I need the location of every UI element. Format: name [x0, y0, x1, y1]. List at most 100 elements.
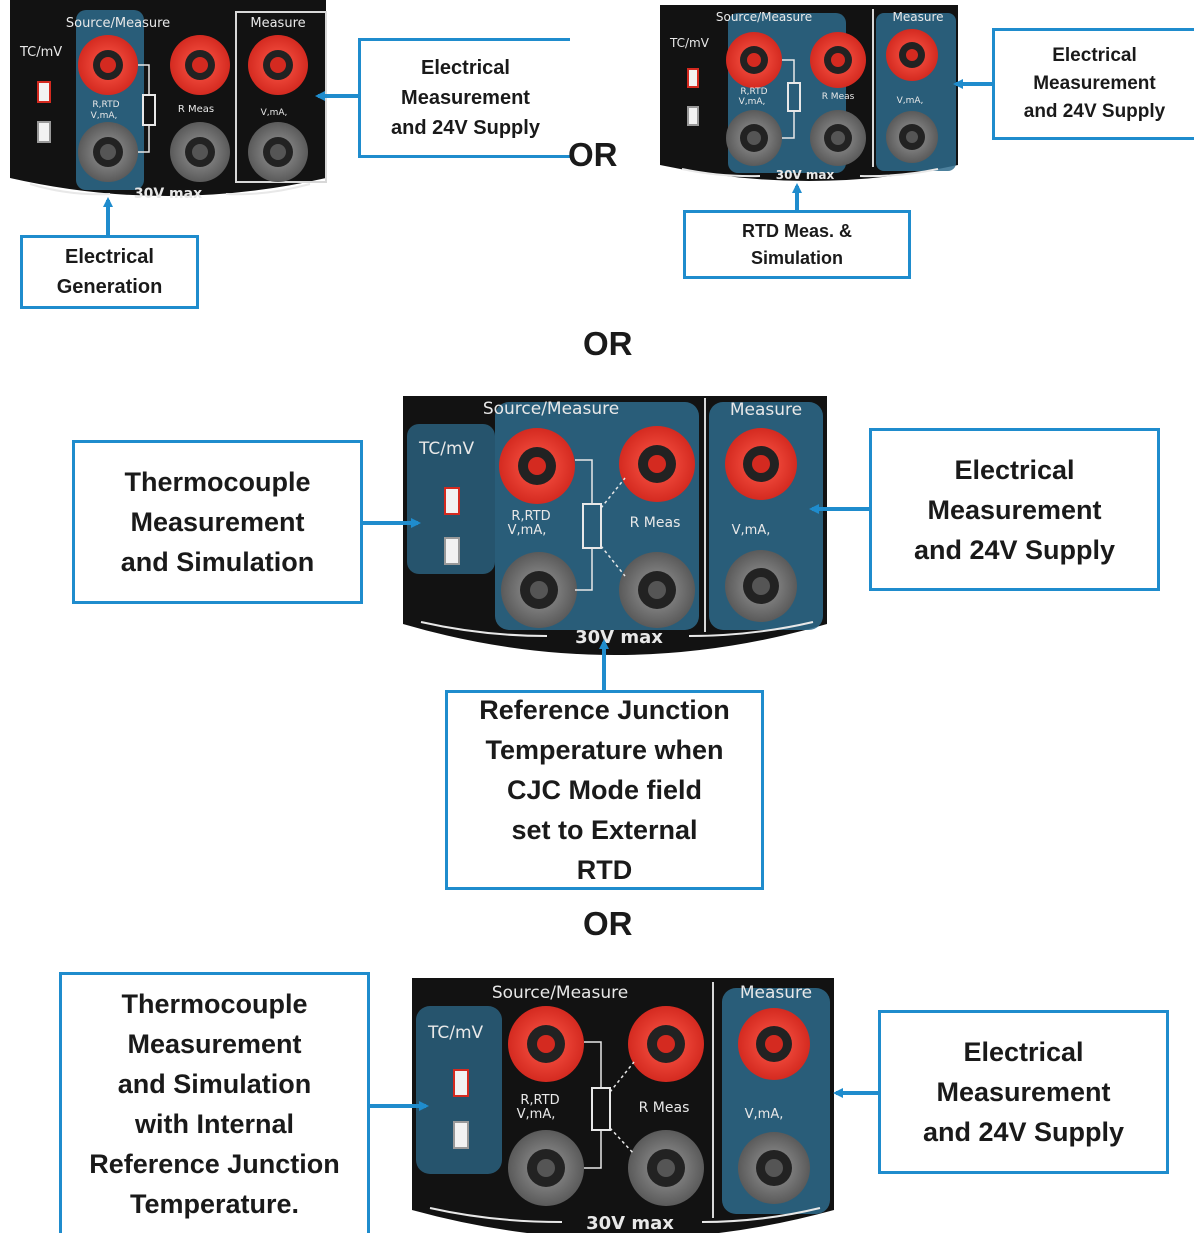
- callout-d4-thermocouple: Thermocouple Measurement and Simulation …: [59, 972, 370, 1233]
- measure-label: Measure: [730, 400, 802, 420]
- terminal-gray-1: [501, 552, 577, 628]
- callout-line: Temperature.: [129, 1189, 300, 1219]
- measure-label: Measure: [250, 16, 305, 31]
- tc-minus-socket: [444, 537, 460, 565]
- terminal-gray-1: [508, 1130, 584, 1206]
- terminal-gray-3: [886, 111, 938, 163]
- terminal-gray-2: [810, 110, 866, 166]
- v-ma-label: V,mA,: [91, 111, 118, 121]
- terminal-red-3: [738, 1008, 810, 1080]
- tc-mv-label: TC/mV: [418, 439, 475, 459]
- or-separator-1: OR: [568, 136, 618, 173]
- r-meas-label: R Meas: [639, 1100, 690, 1116]
- source-measure-label: Source/Measure: [492, 983, 628, 1003]
- callout-line: and 24V Supply: [1023, 101, 1166, 122]
- terminal-red-2: [628, 1006, 704, 1082]
- callout-line: RTD Meas. &: [741, 220, 853, 241]
- terminal-gray-3: [725, 550, 797, 622]
- max-voltage-label: 30V max: [575, 627, 663, 648]
- terminal-red-3: [248, 35, 308, 95]
- terminal-gray-2: [619, 552, 695, 628]
- callout-d2-measurement: Electrical Measurement and 24V Supply: [992, 28, 1194, 140]
- callout-line: Thermocouple: [121, 989, 308, 1019]
- v-ma-label: V,mA,: [508, 523, 547, 538]
- callout-d1-generation: Electrical Generation: [20, 235, 199, 309]
- r-meas-label: R Meas: [822, 92, 855, 102]
- v-ma-label: V,mA,: [739, 97, 766, 107]
- v-ma-measure-label: V,mA,: [745, 1107, 784, 1122]
- r-rtd-label: R,RTD: [520, 1093, 559, 1108]
- panel-1: Source/Measure Measure TC/mV R,RTD V,mA,…: [10, 0, 327, 202]
- callout-line: Electrical: [963, 1037, 1084, 1067]
- callout-d1-measurement: Electrical Measurement and 24V Supply: [358, 38, 570, 158]
- terminal-gray-1: [78, 122, 138, 182]
- callout-d2-rtd: RTD Meas. & Simulation: [683, 210, 911, 279]
- v-ma-measure-label: V,mA,: [897, 96, 924, 106]
- callout-line: and 24V Supply: [922, 1117, 1125, 1147]
- terminal-red-2: [810, 32, 866, 88]
- r-meas-label: R Meas: [630, 515, 681, 531]
- source-measure-label: Source/Measure: [66, 16, 170, 31]
- callout-line: with Internal: [134, 1109, 294, 1139]
- callout-line: Measurement: [127, 1029, 302, 1059]
- tc-minus-socket: [453, 1121, 469, 1149]
- connector-arrows: [103, 79, 992, 1111]
- measure-label: Measure: [740, 983, 812, 1003]
- terminal-gray-2: [628, 1130, 704, 1206]
- callout-line: and 24V Supply: [913, 534, 1116, 565]
- terminal-red-1: [499, 428, 575, 504]
- panel-4: Source/Measure Measure TC/mV R,RTD V,mA,…: [412, 978, 834, 1233]
- terminal-red-1: [726, 32, 782, 88]
- tc-minus-socket: [37, 121, 51, 143]
- callout-line: and 24V Supply: [391, 117, 540, 139]
- or-separator-3: OR: [583, 905, 633, 942]
- callout-line: Electrical: [1052, 45, 1137, 66]
- callout-line: Measurement: [130, 507, 305, 537]
- v-ma-measure-label: V,mA,: [261, 108, 288, 118]
- r-meas-label: R Meas: [178, 104, 214, 115]
- tc-plus-socket: [444, 487, 460, 515]
- terminal-red-1: [508, 1006, 584, 1082]
- tc-mv-label: TC/mV: [669, 36, 710, 50]
- callout-line: Electrical: [421, 57, 510, 79]
- terminal-red-2: [170, 35, 230, 95]
- callout-line: Generation: [56, 276, 163, 298]
- tc-plus-socket: [687, 68, 699, 88]
- callout-line: Measurement: [1033, 73, 1156, 94]
- callout-line: Reference Junction: [89, 1149, 340, 1179]
- callout-d3-reference-junction: Reference Junction Temperature when CJC …: [445, 690, 764, 890]
- v-ma-measure-label: V,mA,: [732, 523, 771, 538]
- callout-line: Measurement: [401, 87, 530, 109]
- source-measure-label: Source/Measure: [483, 399, 619, 419]
- terminal-red-3: [886, 29, 938, 81]
- tc-plus-socket: [453, 1069, 469, 1097]
- v-ma-label: V,mA,: [517, 1107, 556, 1122]
- callout-line: CJC Mode field: [506, 775, 702, 805]
- max-voltage-label: 30V max: [134, 186, 202, 202]
- r-rtd-label: R,RTD: [92, 100, 119, 110]
- terminal-red-2: [619, 426, 695, 502]
- r-rtd-label: R,RTD: [511, 509, 550, 524]
- callout-d4-measurement: Electrical Measurement and 24V Supply: [878, 1010, 1169, 1174]
- tc-plus-socket: [37, 81, 51, 103]
- max-voltage-label: 30V max: [776, 168, 835, 182]
- max-voltage-label: 30V max: [586, 1213, 674, 1233]
- callout-line: set to External: [511, 815, 698, 845]
- panel-3: Source/Measure Measure TC/mV R,RTD V,mA,…: [403, 396, 827, 655]
- terminal-gray-2: [170, 122, 230, 182]
- callout-line: and Simulation: [117, 1069, 312, 1099]
- tc-mv-label: TC/mV: [427, 1023, 484, 1043]
- r-rtd-label: R,RTD: [740, 87, 767, 97]
- callout-d3-thermocouple: Thermocouple Measurement and Simulation: [72, 440, 363, 604]
- measure-label: Measure: [893, 10, 944, 24]
- terminal-red-3: [725, 428, 797, 500]
- callout-line: Electrical: [65, 246, 154, 268]
- callout-line: and Simulation: [120, 547, 315, 577]
- callout-d3-measurement: Electrical Measurement and 24V Supply: [869, 428, 1160, 591]
- or-separator-2: OR: [583, 325, 633, 362]
- callout-line: Thermocouple: [124, 467, 311, 497]
- callout-line: Reference Junction: [479, 695, 730, 725]
- terminal-gray-1: [726, 110, 782, 166]
- callout-line: Measurement: [936, 1077, 1111, 1107]
